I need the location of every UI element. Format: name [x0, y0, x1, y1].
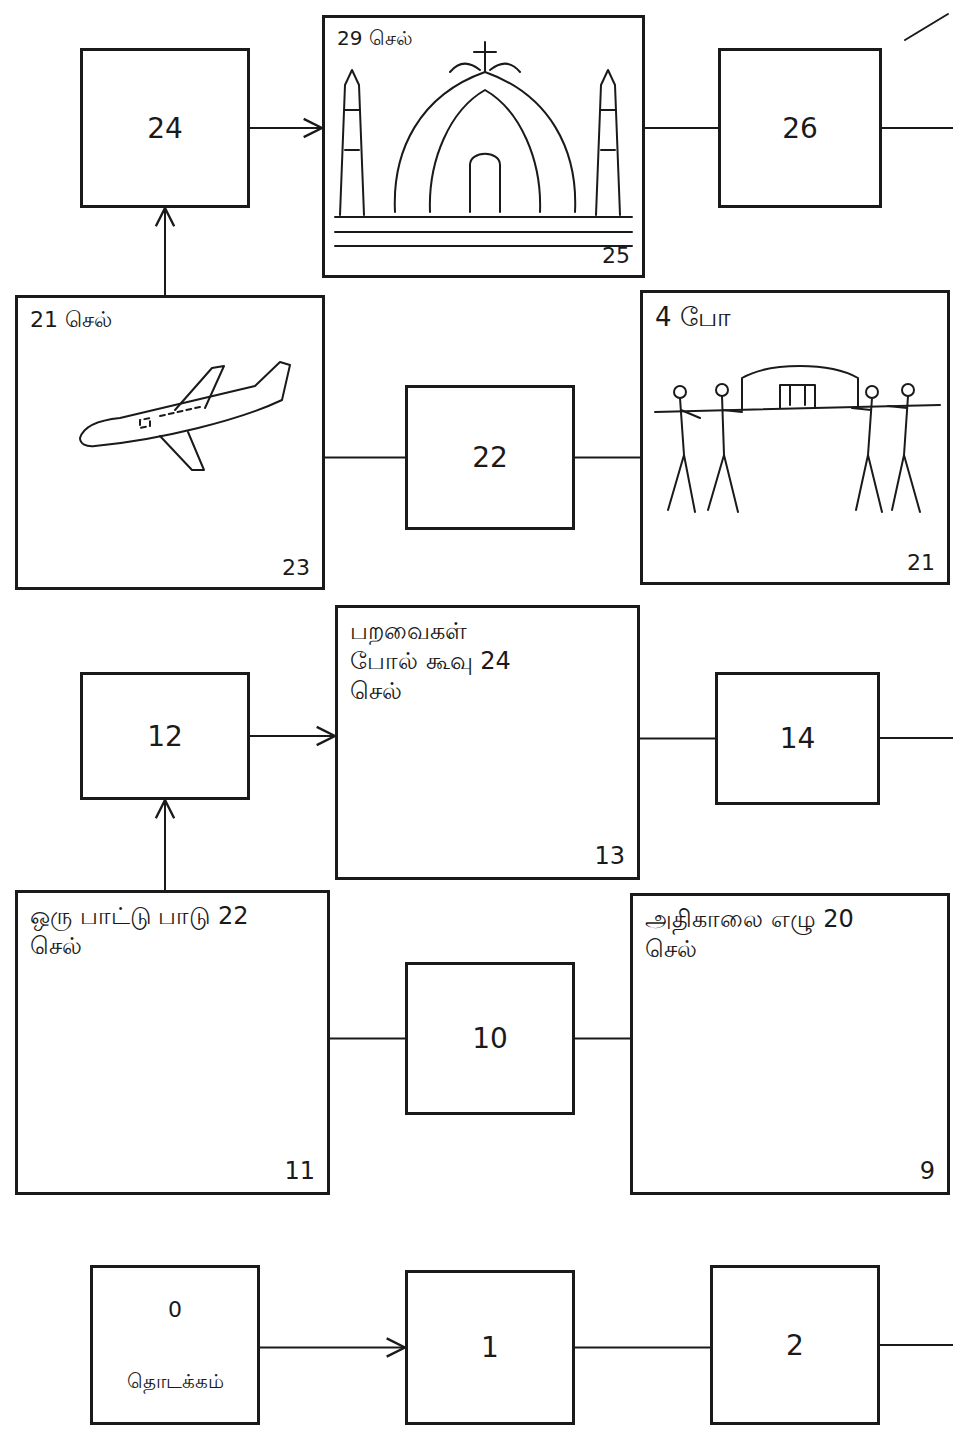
dome [395, 72, 575, 212]
number-box: 12 [80, 672, 250, 800]
wing [175, 366, 224, 410]
instruction-text: 29 செல் [337, 26, 413, 51]
track-line [645, 127, 718, 129]
square-number: 22 [472, 440, 508, 475]
fuselage [80, 362, 290, 446]
bearer-head [866, 386, 878, 398]
wing [160, 432, 204, 470]
palanquin-drawing [655, 366, 940, 512]
number-box: 2 [710, 1265, 880, 1425]
event-box: அதிகாலை எழு 20 செல் 9 [630, 893, 950, 1195]
dome-rib [430, 90, 540, 212]
square-number: 9 [920, 1156, 935, 1186]
minaret [596, 70, 620, 215]
track-arrow [260, 1347, 405, 1349]
instruction-text: ஒரு பாட்டு பாடு 22 செல் [30, 901, 280, 961]
square-number: 14 [780, 721, 816, 756]
track-arrow [250, 127, 322, 129]
event-box: ஒரு பாட்டு பாடு 22 செல் 11 [15, 890, 330, 1195]
bearer [668, 398, 700, 512]
track-line [325, 457, 405, 459]
dome-top [450, 64, 520, 73]
minaret-band [601, 110, 615, 150]
square-number: 21 [907, 549, 935, 577]
track-line [330, 1038, 405, 1040]
bearer-head [902, 384, 914, 396]
minaret-band [345, 110, 359, 150]
bearer [852, 398, 882, 512]
square-number: 2 [786, 1328, 804, 1363]
palanquin-seat [780, 385, 815, 408]
track-arrow [164, 800, 166, 890]
square-number: 1 [481, 1330, 499, 1365]
church-drawing [335, 42, 632, 246]
instruction-text: 4 போ [655, 301, 731, 334]
track-line [882, 127, 953, 129]
minaret [340, 70, 364, 215]
track-line [575, 1038, 630, 1040]
square-number: 10 [472, 1021, 508, 1056]
track-line [880, 737, 953, 739]
number-box: 24 [80, 48, 250, 208]
square-number: 0 [168, 1296, 182, 1324]
plane-drawing [80, 362, 290, 470]
number-box: 14 [715, 672, 880, 805]
track-line [575, 1347, 710, 1349]
square-number: 25 [602, 242, 630, 270]
number-box: 26 [718, 48, 882, 208]
event-box: பறவைகள் போல் கூவு 24 செல் 13 [335, 605, 640, 880]
church-door [470, 154, 500, 212]
event-box: 4 போ 21 [640, 290, 950, 585]
bearer [708, 396, 742, 512]
track-arrow [164, 208, 166, 295]
number-box: 10 [405, 962, 575, 1115]
track-arrow [250, 735, 335, 737]
event-box: 29 செல் 25 [322, 15, 645, 278]
instruction-text: அதிகாலை எழு 20 செல் [645, 904, 905, 964]
track-line [575, 457, 640, 459]
bearer-head [716, 384, 728, 396]
palanquin [742, 366, 858, 410]
edge-mark [905, 14, 948, 40]
square-number: 13 [594, 841, 625, 871]
track-line [880, 1344, 953, 1346]
bearer [888, 396, 920, 512]
windows [140, 407, 200, 428]
ground-line [335, 217, 632, 246]
start-box: 0 தொடக்கம் [90, 1265, 260, 1425]
track-line [640, 738, 715, 740]
square-number: 23 [282, 554, 310, 582]
square-number: 24 [147, 111, 183, 146]
square-number: 12 [147, 719, 183, 754]
instruction-text: 21 செல் [30, 306, 112, 334]
bearer-head [674, 386, 686, 398]
number-box: 1 [405, 1270, 575, 1425]
number-box: 22 [405, 385, 575, 530]
event-box: 21 செல் 23 [15, 295, 325, 590]
square-number: 11 [284, 1156, 315, 1186]
square-number: 26 [782, 111, 818, 146]
instruction-text: பறவைகள் போல் கூவு 24 செல் [350, 616, 520, 706]
start-label: தொடக்கம் [127, 1369, 224, 1394]
